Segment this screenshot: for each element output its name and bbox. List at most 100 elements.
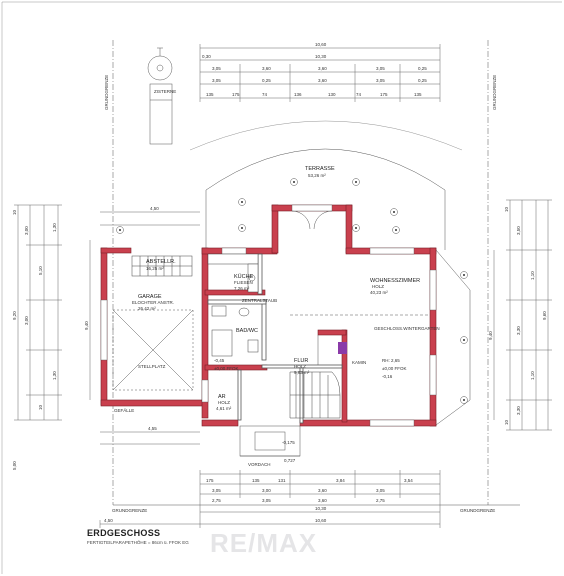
dimensions-left: 10 3,00 3,00 9,20 5,10 1,30 1,30 10 5,00… (12, 204, 91, 470)
entrance-canopy: -0,175 0,727 (239, 425, 301, 463)
svg-text:0,25: 0,25 (418, 78, 427, 83)
svg-text:4,50: 4,50 (150, 206, 159, 211)
wintergarten-label: GESCHLOSS.WINTERGARTEN (374, 326, 440, 331)
kitchen-sub: FLIESEN (234, 280, 253, 285)
garage-car-area (112, 309, 194, 391)
grundgrenze-label-bottom-right: GRUNDGRENZE (460, 508, 495, 513)
svg-text:5,10: 5,10 (38, 266, 43, 275)
svg-text:3,05: 3,05 (376, 488, 385, 493)
svg-text:0,25: 0,25 (262, 78, 271, 83)
living-room-area: 40,23 m² (370, 290, 388, 295)
svg-text:1,10: 1,10 (530, 271, 535, 280)
terrace-door-swing-right (313, 210, 333, 230)
hallway-name: FLUR (294, 358, 308, 364)
svg-text:10,30: 10,30 (315, 506, 327, 511)
raumhoehe: RH: 2,65 (382, 358, 400, 363)
svg-text:3,30: 3,30 (516, 326, 521, 335)
svg-text:4,50: 4,50 (104, 518, 113, 523)
dimensions-top: 10,60 0,30 10,30 3,05 3,60 3,60 3,05 0,2… (199, 42, 441, 102)
dim-bottom-overall: 10,60 (315, 518, 327, 523)
svg-text:175: 175 (380, 92, 388, 97)
level-minus-016: -0,16 (382, 374, 393, 379)
grundgrenze-label-bottom-left: GRUNDGRENZE (112, 508, 147, 513)
svg-text:135: 135 (252, 478, 260, 483)
drawing-subtitle: FERTIGTEILPARAPETHÖHE = 86cm ü. FFOK EG (87, 540, 189, 545)
svg-text:9,40: 9,40 (488, 331, 493, 340)
abstell-name: ABSTELLR. (146, 259, 176, 265)
svg-text:3,05: 3,05 (262, 498, 271, 503)
kitchen-name: KÜCHE (234, 273, 254, 280)
svg-text:74: 74 (262, 92, 268, 97)
hallway-sub: HOLZ (294, 364, 306, 369)
svg-text:3,00: 3,00 (24, 316, 29, 325)
svg-text:3,00: 3,00 (24, 226, 29, 235)
svg-text:5,00: 5,00 (12, 461, 17, 470)
svg-text:1,10: 1,10 (530, 371, 535, 380)
grundgrenze-label-right: GRUNDGRENZE (492, 75, 497, 110)
living-ffok: ±0,00 FFOK (382, 366, 406, 371)
hallway-area: 9,63 m² (294, 370, 310, 375)
outdoor-lights (116, 178, 468, 404)
svg-text:3,54: 3,54 (404, 478, 413, 483)
gefaelle-label: GEFÄLLE (114, 407, 134, 413)
svg-text:3,60: 3,60 (318, 66, 327, 71)
svg-text:1,30: 1,30 (52, 223, 57, 232)
dim-top-overall: 10,60 (315, 42, 327, 47)
svg-text:131: 131 (278, 478, 286, 483)
svg-text:10: 10 (504, 419, 509, 425)
svg-text:3,60: 3,60 (318, 498, 327, 503)
storage-sub: HOLZ (218, 400, 230, 405)
svg-text:2,75: 2,75 (376, 498, 385, 503)
fireplace (338, 342, 347, 354)
hallway-stairs (289, 371, 341, 419)
garage-name: GARAGE (138, 294, 162, 300)
svg-text:3,05: 3,05 (212, 66, 221, 71)
storage-name: AR (218, 394, 226, 400)
dimensions-right: 10 3,50 1,10 3,30 9,60 1,10 3,30 10 9,40 (488, 199, 552, 431)
svg-text:175: 175 (232, 92, 240, 97)
svg-text:3,00: 3,00 (262, 488, 271, 493)
svg-text:9,20: 9,20 (12, 311, 17, 320)
svg-text:1,30: 1,30 (52, 371, 57, 380)
svg-text:9,60: 9,60 (542, 311, 547, 320)
svg-text:3,30: 3,30 (516, 406, 521, 415)
svg-text:2,75: 2,75 (212, 498, 221, 503)
drawing-title: ERDGESCHOSS (87, 528, 161, 538)
terrace-door-swing-left (291, 210, 311, 230)
zentralstaub-label: ZENTRALSTAUB (242, 298, 277, 303)
terrace-arc (205, 148, 446, 191)
bathroom-name: BAD/WC (236, 328, 258, 334)
windows (100, 204, 437, 427)
living-room-name: WOHNESSZIMMER (370, 278, 420, 284)
garage-area: 26,42 m² (138, 306, 156, 311)
garage-stairs (131, 255, 193, 277)
svg-text:0,30: 0,30 (202, 54, 211, 59)
ffok-level: ±0,00 FFOK (214, 366, 238, 371)
svg-text:10: 10 (504, 206, 509, 212)
svg-text:136: 136 (294, 92, 302, 97)
exterior-walls (100, 204, 437, 427)
svg-text:10: 10 (38, 404, 43, 410)
kamin-label: KAMIN (352, 360, 366, 365)
level-minus-045: -0,45 (214, 358, 225, 363)
cistern-label: ZISTERNE (154, 89, 176, 94)
entrance-width: 0,727 (284, 458, 296, 463)
abstell-area: 16,25 m² (146, 266, 164, 271)
entrance-level: -0,175 (282, 440, 295, 445)
kitchen-fixtures (207, 253, 259, 293)
vordach-label: VORDACH (248, 462, 271, 467)
svg-text:135: 135 (414, 92, 422, 97)
kitchen-area: 7,26 m² (234, 286, 250, 291)
svg-text:3,60: 3,60 (318, 78, 327, 83)
svg-text:0,25: 0,25 (418, 66, 427, 71)
svg-text:74: 74 (356, 92, 362, 97)
dimensions-bottom: 175 135 131 3,84 3,54 3,05 3,00 3,60 3,0… (99, 470, 441, 528)
terrace-name: TERRASSE (305, 166, 335, 172)
terrace-area: 53,26 m² (308, 173, 326, 178)
svg-text:3,05: 3,05 (376, 78, 385, 83)
svg-text:135: 135 (206, 92, 214, 97)
svg-text:3,05: 3,05 (376, 66, 385, 71)
svg-text:3,05: 3,05 (212, 488, 221, 493)
svg-text:3,50: 3,50 (516, 226, 521, 235)
